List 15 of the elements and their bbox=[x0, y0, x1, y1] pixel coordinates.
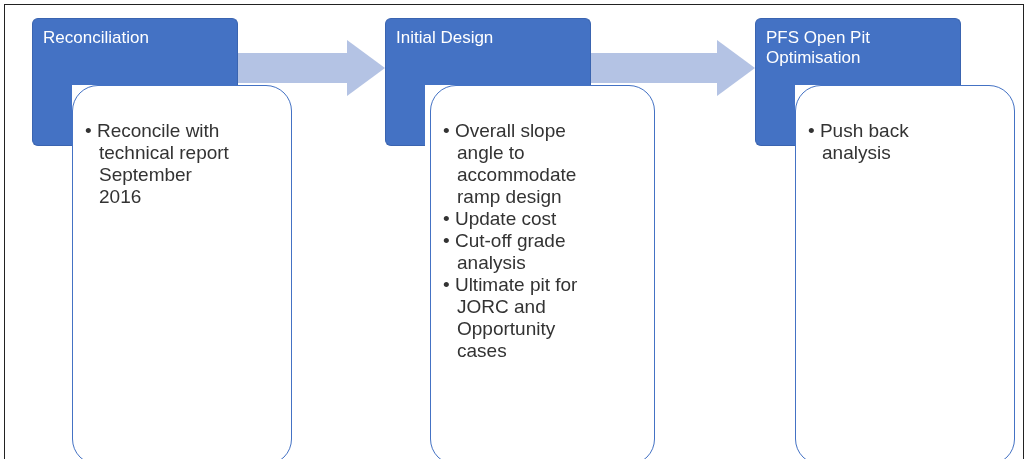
stage-title: PFS Open Pit Optimisation bbox=[766, 28, 871, 68]
bullet-item: • Overall slope angle to accommodate ramp design bbox=[443, 120, 578, 208]
stage-title: Initial Design bbox=[396, 28, 495, 48]
stage-header bbox=[385, 18, 591, 85]
stage-card bbox=[72, 85, 292, 459]
bullet-item: • Cut-off grade analysis bbox=[443, 230, 567, 274]
stage-card bbox=[430, 85, 655, 459]
stage-card bbox=[795, 85, 1015, 459]
stage-header bbox=[755, 18, 961, 85]
bullet-item: • Push back analysis bbox=[808, 120, 910, 164]
bullet-item: • Update cost bbox=[443, 208, 558, 230]
stage-title: Reconciliation bbox=[43, 28, 150, 48]
bullet-item: • Ultimate pit for JORC and Opportunity cases bbox=[443, 274, 579, 362]
stage-header bbox=[32, 18, 238, 85]
bullet-item: • Reconcile with technical report September 2016 bbox=[85, 120, 230, 208]
